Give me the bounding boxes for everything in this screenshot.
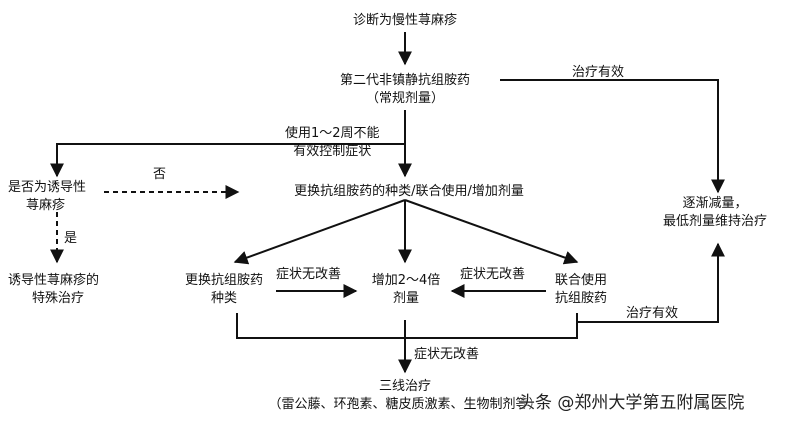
node-diagnosis: 诊断为慢性荨麻疹 bbox=[320, 12, 490, 30]
watermark-text: 头条 @郑州大学第五附属医院 bbox=[518, 393, 745, 413]
node-increase-line1: 增加2～4倍 bbox=[371, 273, 441, 288]
label-effective-top: 治疗有效 bbox=[572, 64, 624, 82]
node-taper: 逐渐减量， 最低剂量维持治疗 bbox=[640, 195, 790, 231]
node-diagnosis-text: 诊断为慢性荨麻疹 bbox=[352, 13, 457, 28]
label-no-improve-left-text: 症状无改善 bbox=[276, 267, 342, 282]
label-not-controlled-line2: 有效控制症状 bbox=[293, 144, 372, 159]
arrow-effective-to-taper bbox=[500, 79, 725, 194]
node-second-gen-line2: （常规剂量） bbox=[365, 91, 444, 106]
node-third-line-detail: （雷公藤、环孢素、糖皮质激素、生物制剂等） bbox=[268, 397, 542, 412]
label-no-improve-left: 症状无改善 bbox=[276, 266, 341, 284]
node-second-gen-line1: 第二代非镇静抗组胺药 bbox=[339, 73, 470, 88]
node-increase-line2: 剂量 bbox=[392, 291, 419, 306]
node-change-kind-line2: 种类 bbox=[210, 291, 237, 306]
node-taper-line1: 逐渐减量， bbox=[682, 196, 748, 211]
watermark: 头条 @郑州大学第五附属医院 bbox=[518, 392, 744, 414]
node-combine-use: 联合使用 抗组胺药 bbox=[546, 272, 616, 308]
node-increase-dose: 增加2～4倍 剂量 bbox=[360, 272, 452, 308]
node-change-combine-increase: 更换抗组胺药的种类/联合使用/增加剂量 bbox=[244, 183, 574, 201]
label-effective-top-text: 治疗有效 bbox=[572, 65, 625, 80]
collector-bottom bbox=[236, 313, 578, 339]
node-inducible-q-line2: 荨麻疹 bbox=[26, 198, 66, 213]
arrow-effective-bottom-to-taper bbox=[577, 242, 725, 323]
label-no-improve-bottom-text: 症状无改善 bbox=[414, 347, 480, 362]
label-no: 否 bbox=[153, 166, 166, 184]
node-change-kind-line1: 更换抗组胺药 bbox=[184, 273, 263, 288]
label-yes-text: 是 bbox=[64, 231, 78, 246]
label-effective-bottom: 治疗有效 bbox=[626, 305, 678, 323]
fan-right bbox=[404, 199, 579, 265]
node-inducible-tx-line1: 诱导性荨麻疹的 bbox=[8, 273, 100, 288]
label-no-improve-right: 症状无改善 bbox=[460, 266, 525, 284]
line-to-inducible-question bbox=[50, 143, 405, 178]
node-second-gen-antihistamine: 第二代非镇静抗组胺药 （常规剂量） bbox=[300, 72, 510, 108]
node-change-kind: 更换抗组胺药 种类 bbox=[172, 272, 276, 308]
node-inducible-q-line1: 是否为诱导性 bbox=[8, 180, 87, 195]
label-yes: 是 bbox=[64, 230, 77, 248]
label-no-text: 否 bbox=[153, 167, 167, 182]
node-taper-line2: 最低剂量维持治疗 bbox=[662, 214, 767, 229]
node-inducible-treatment: 诱导性荨麻疹的 特殊治疗 bbox=[8, 272, 128, 308]
node-inducible-tx-line2: 特殊治疗 bbox=[32, 291, 85, 306]
label-not-controlled-line1: 使用1～2周不能 bbox=[285, 126, 380, 141]
fan-left bbox=[233, 199, 406, 265]
label-effective-bottom-text: 治疗有效 bbox=[626, 306, 679, 321]
label-no-improve-right-text: 症状无改善 bbox=[460, 267, 526, 282]
node-combine-line1: 联合使用 bbox=[554, 273, 607, 288]
node-change-combine-text: 更换抗组胺药的种类/联合使用/增加剂量 bbox=[294, 184, 524, 199]
label-no-improve-bottom: 症状无改善 bbox=[414, 346, 479, 364]
label-not-controlled: 使用1～2周不能 有效控制症状 bbox=[285, 125, 380, 161]
node-third-line: 三线治疗 （雷公藤、环孢素、糖皮质激素、生物制剂等） bbox=[250, 378, 560, 414]
node-inducible-question: 是否为诱导性 荨麻疹 bbox=[8, 179, 118, 215]
node-combine-line2: 抗组胺药 bbox=[554, 291, 607, 306]
node-third-line-title: 三线治疗 bbox=[378, 379, 431, 394]
